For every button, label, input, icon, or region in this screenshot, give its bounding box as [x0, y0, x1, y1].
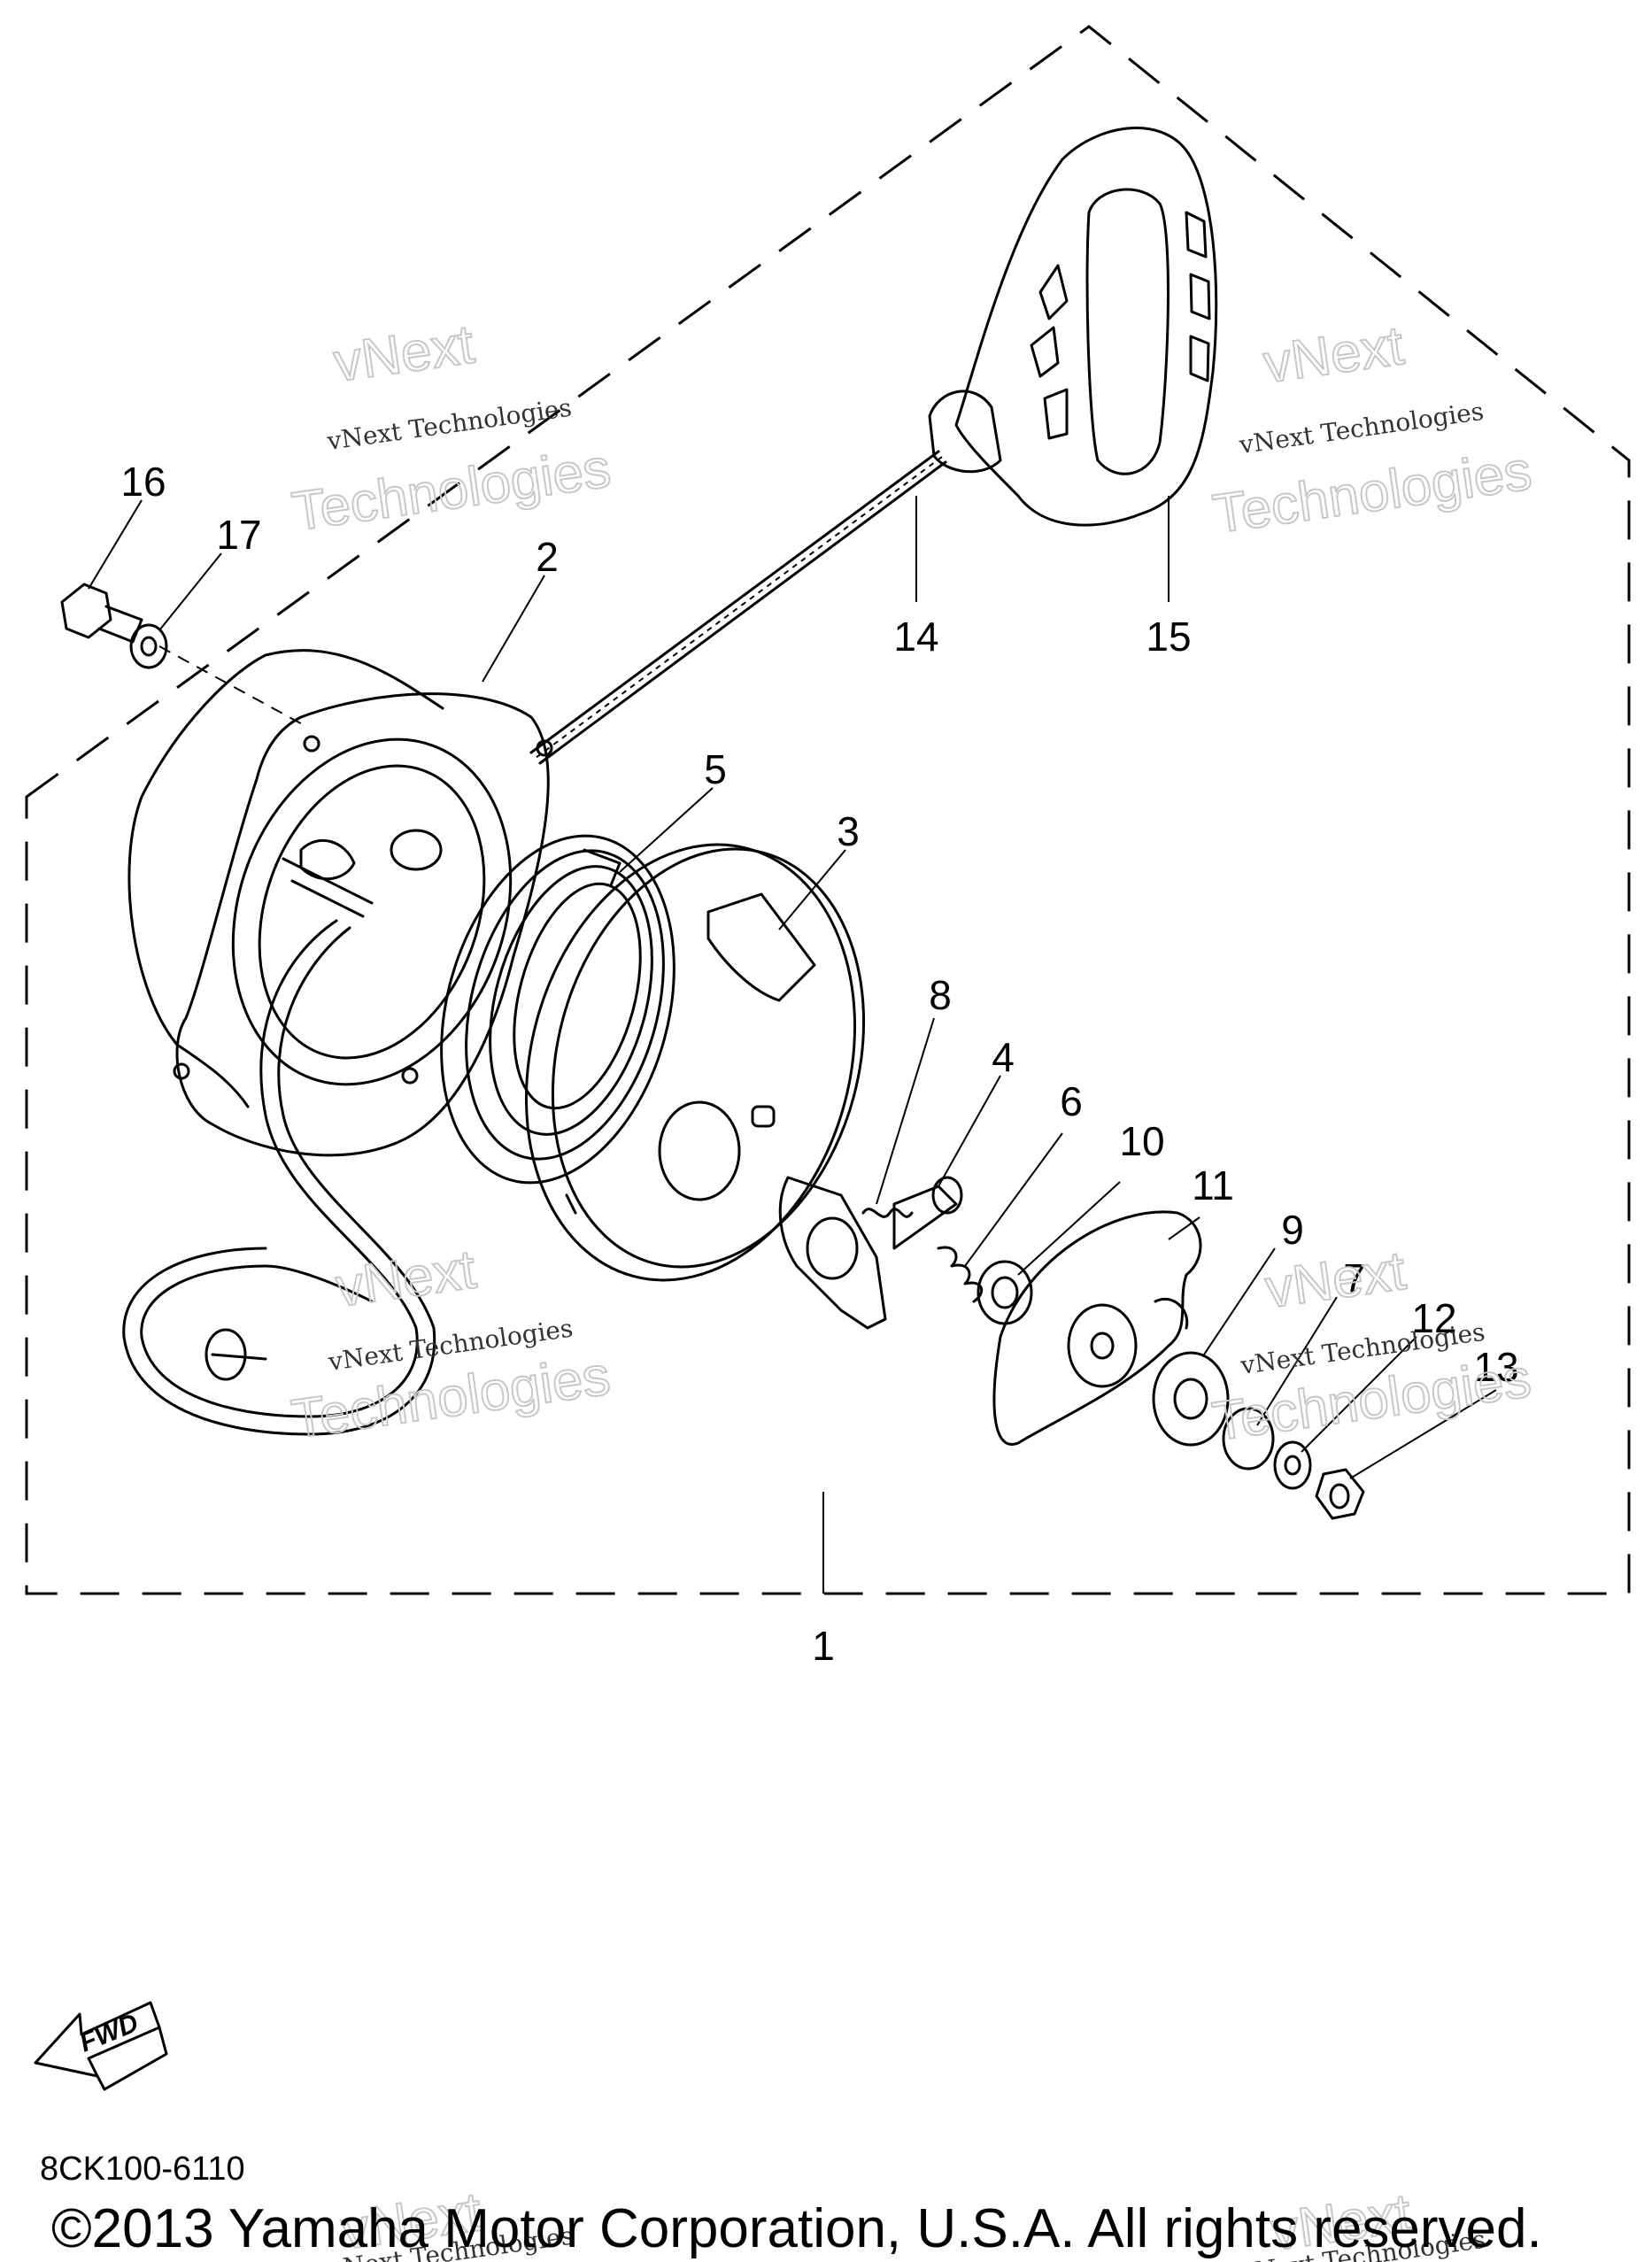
- starter-rope: [529, 450, 947, 765]
- watermark-bottom-left: vNext vNext Technologies: [327, 2181, 575, 2262]
- fwd-arrow-icon: FWD: [34, 2001, 168, 2091]
- cord: [140, 919, 419, 1418]
- diagram-code: 8CK100-6110: [40, 2150, 245, 2188]
- callout-3: 3: [837, 808, 860, 854]
- spiral-spring: [440, 834, 675, 1185]
- callout-10: 10: [1119, 1118, 1164, 1164]
- starter-handle: [928, 127, 1218, 527]
- nut-13: [1315, 1468, 1365, 1520]
- callout-7: 7: [1343, 1255, 1366, 1301]
- pawl-spring: [861, 1208, 914, 1218]
- copyright: ©2013 Yamaha Motor Corporation, U.S.A. A…: [51, 2198, 1542, 2259]
- watermark-top-left: vNext Technologies vNext Technologies: [288, 313, 615, 544]
- watermark-top-right: vNext Technologies vNext Technologies: [1208, 314, 1536, 546]
- callout-5: 5: [704, 746, 727, 792]
- leader-lines: [88, 496, 1497, 1594]
- svg-text:vNext Technologies: vNext Technologies: [325, 393, 574, 457]
- callout-13: 13: [1473, 1344, 1518, 1390]
- washer-17: [129, 623, 168, 669]
- callout-2: 2: [536, 534, 559, 580]
- cord-grommet: [205, 1328, 267, 1381]
- starter-case: [127, 649, 553, 1157]
- svg-text:vNext Technologies: vNext Technologies: [1237, 397, 1486, 460]
- svg-text:vNext: vNext: [330, 314, 478, 394]
- sheave-drum: [524, 843, 866, 1282]
- svg-text:vNext: vNext: [332, 1239, 480, 1318]
- bolt-16: [60, 583, 143, 644]
- assembly-boundary: [25, 25, 1631, 1595]
- coil-spring: [937, 1246, 984, 1303]
- cord-inner: [122, 926, 436, 1436]
- watermark-mid-right: vNext Technologies vNext Technologies: [1208, 1239, 1535, 1454]
- drive-pawl: [778, 1176, 963, 1330]
- washer-9: [1152, 1351, 1230, 1447]
- callout-4: 4: [992, 1034, 1015, 1080]
- callout-12: 12: [1411, 1295, 1456, 1341]
- svg-text:vNext: vNext: [1260, 315, 1408, 395]
- callout-14: 14: [893, 614, 938, 660]
- callout-15: 15: [1146, 614, 1191, 660]
- washer-12: [1273, 1440, 1312, 1490]
- callout-9: 9: [1281, 1207, 1304, 1253]
- washer-7: [1222, 1407, 1275, 1471]
- callout-11: 11: [1192, 1162, 1234, 1208]
- watermark-mid-left: vNext Technologies vNext Technologies: [287, 1238, 614, 1451]
- callout-1: 1: [812, 1623, 835, 1669]
- callout-17: 17: [216, 512, 261, 558]
- callout-16: 16: [120, 459, 166, 505]
- friction-plate: [992, 1210, 1202, 1446]
- callout-6: 6: [1060, 1078, 1083, 1124]
- callout-8: 8: [929, 972, 952, 1018]
